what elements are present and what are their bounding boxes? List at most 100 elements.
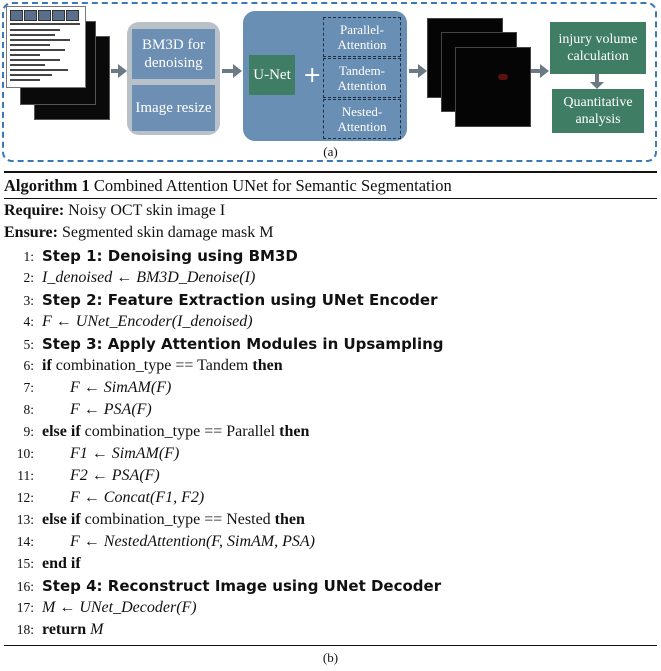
arrow-down	[590, 74, 604, 89]
thumb-tile	[38, 10, 51, 21]
line-text: M ← UNet_Decoder(F)	[42, 599, 197, 616]
arrow-right	[531, 64, 549, 78]
thumb-line	[10, 54, 40, 56]
injury-volume-box: injury volume calculation	[550, 22, 646, 74]
arrow-right	[222, 64, 242, 78]
line-number: 8:	[23, 402, 34, 417]
algorithm-thumbnail	[6, 6, 86, 88]
thumb-line	[10, 59, 60, 61]
algorithm-line: 12: F ← Concat(F1, F2)	[4, 489, 204, 507]
algorithm-line: 2: I_denoised ← BM3D_Denoise(I)	[4, 269, 255, 287]
line-text: F1 ← SimAM(F)	[70, 445, 180, 462]
ensure-text: Segmented skin damage mask M	[61, 224, 274, 241]
plus-sign: +	[303, 63, 322, 88]
line-number: 7:	[23, 380, 34, 395]
algorithm-line: 6:if combination_type == Tandem then	[4, 357, 283, 375]
algorithm-line: 14: F ← NestedAttention(F, SimAM, PSA)	[4, 533, 315, 551]
line-text: combination_type == Parallel	[84, 423, 276, 440]
algorithm-line: 4:F ← UNet_Encoder(I_denoised)	[4, 313, 252, 331]
thumb-line	[10, 34, 55, 36]
injury-spot	[498, 74, 508, 80]
line-text: F ← NestedAttention(F, SimAM, PSA)	[70, 533, 315, 550]
algorithm-line: 15: end if	[4, 555, 81, 573]
quantitative-analysis-box: Quantitative analysis	[552, 89, 644, 133]
thumb-tile	[24, 10, 37, 21]
title-rule	[4, 198, 657, 199]
algorithm-line: 3: Step 2: Feature Extraction using UNet …	[4, 291, 437, 310]
line-number: 10:	[16, 446, 34, 461]
thumb-line	[10, 69, 68, 71]
line-number: 2:	[23, 270, 34, 285]
line-number: 5:	[23, 337, 34, 352]
line-text: F ← SimAM(F)	[70, 379, 172, 396]
line-text: combination_type == Tandem	[55, 357, 249, 374]
algorithm-line: 5:Step 3: Apply Attention Modules in Ups…	[4, 335, 443, 354]
line-text: F ← Concat(F1, F2)	[70, 489, 205, 506]
keyword: then	[274, 511, 305, 528]
keyword: else if	[42, 423, 81, 440]
line-number: 11:	[17, 468, 34, 483]
algorithm-line: 7: F ← SimAM(F)	[4, 379, 171, 397]
algorithm-line: 13: else if combination_type == Nested th…	[4, 511, 305, 529]
require-text: Noisy OCT skin image I	[68, 202, 226, 219]
line-number: 14:	[16, 534, 34, 549]
algorithm-title-text: Combined Attention UNet for Semantic Seg…	[93, 176, 452, 195]
thumb-line	[10, 29, 60, 31]
line-number: 15:	[16, 556, 34, 571]
algorithm-line: 11: F2 ← PSA(F)	[4, 467, 160, 485]
model-block: U-Net + Parallel-Attention Tandem-Attent…	[243, 11, 407, 141]
algorithm-line: 17: M ← UNet_Decoder(F)	[4, 599, 197, 617]
parallel-attention-box: Parallel-Attention	[323, 17, 401, 57]
require-line: Require: Noisy OCT skin image I	[4, 202, 225, 220]
caption-a: (a)	[323, 144, 338, 159]
line-number: 12:	[16, 490, 34, 505]
line-number: 13:	[16, 512, 34, 527]
thumb-line	[10, 44, 50, 46]
thumb-tile	[52, 10, 65, 21]
keyword: then	[279, 423, 310, 440]
algorithm-line: 18:return M	[4, 621, 104, 639]
algorithm-line: 9: else if combination_type == Parallel t…	[4, 423, 309, 441]
image-resize-box: Image resize	[132, 85, 215, 131]
line-number: 1:	[23, 249, 34, 264]
ensure-line: Ensure: Segmented skin damage mask M	[4, 224, 273, 242]
arrow-right	[409, 64, 427, 78]
thumb-tile	[10, 10, 23, 21]
thumb-line	[10, 23, 80, 25]
thumb-line	[10, 79, 40, 81]
line-text: Step 1: Denoising using BM3D	[42, 247, 298, 265]
keyword: else if	[42, 511, 81, 528]
require-label: Require:	[4, 202, 65, 219]
keyword: end if	[42, 555, 81, 572]
thumb-line	[10, 74, 52, 76]
line-text: F2 ← PSA(F)	[70, 467, 160, 484]
keyword: return	[42, 621, 87, 638]
line-number: 9:	[23, 424, 34, 439]
top-rule	[4, 171, 657, 173]
line-text: I_denoised ← BM3D_Denoise(I)	[42, 269, 256, 286]
ensure-label: Ensure:	[4, 224, 58, 241]
algorithm-title: Algorithm 1 Combined Attention UNet for …	[4, 176, 452, 196]
keyword: then	[252, 357, 283, 374]
pipeline-diagram: BM3D for denoising Image resize U-Net + …	[2, 2, 657, 162]
line-text: Step 2: Feature Extraction using UNet En…	[42, 291, 438, 309]
line-text: Step 4: Reconstruct Image using UNet Dec…	[42, 577, 442, 595]
algorithm-title-label: Algorithm 1	[4, 176, 90, 195]
preprocessing-block: BM3D for denoising Image resize	[127, 22, 220, 135]
algorithm-line: 8:F ← PSA(F)	[4, 401, 151, 419]
line-number: 18:	[16, 622, 34, 637]
algorithm-line: 10: F1 ← SimAM(F)	[4, 445, 180, 463]
unet-box: U-Net	[249, 55, 295, 95]
thumb-tile	[66, 10, 79, 21]
tandem-attention-box: Tandem-Attention	[323, 58, 401, 98]
line-text: combination_type == Nested	[84, 511, 271, 528]
thumb-line	[10, 39, 70, 41]
algorithm-line: 16: Step 4: Reconstruct Image using UNet …	[4, 577, 441, 596]
line-number: 17:	[16, 600, 34, 615]
line-number: 3:	[23, 293, 34, 308]
bottom-rule	[4, 645, 657, 646]
arrow-right	[111, 64, 127, 78]
keyword: if	[42, 357, 52, 374]
line-number: 16:	[16, 579, 34, 594]
nested-attention-box: Nested-Attention	[323, 99, 401, 139]
